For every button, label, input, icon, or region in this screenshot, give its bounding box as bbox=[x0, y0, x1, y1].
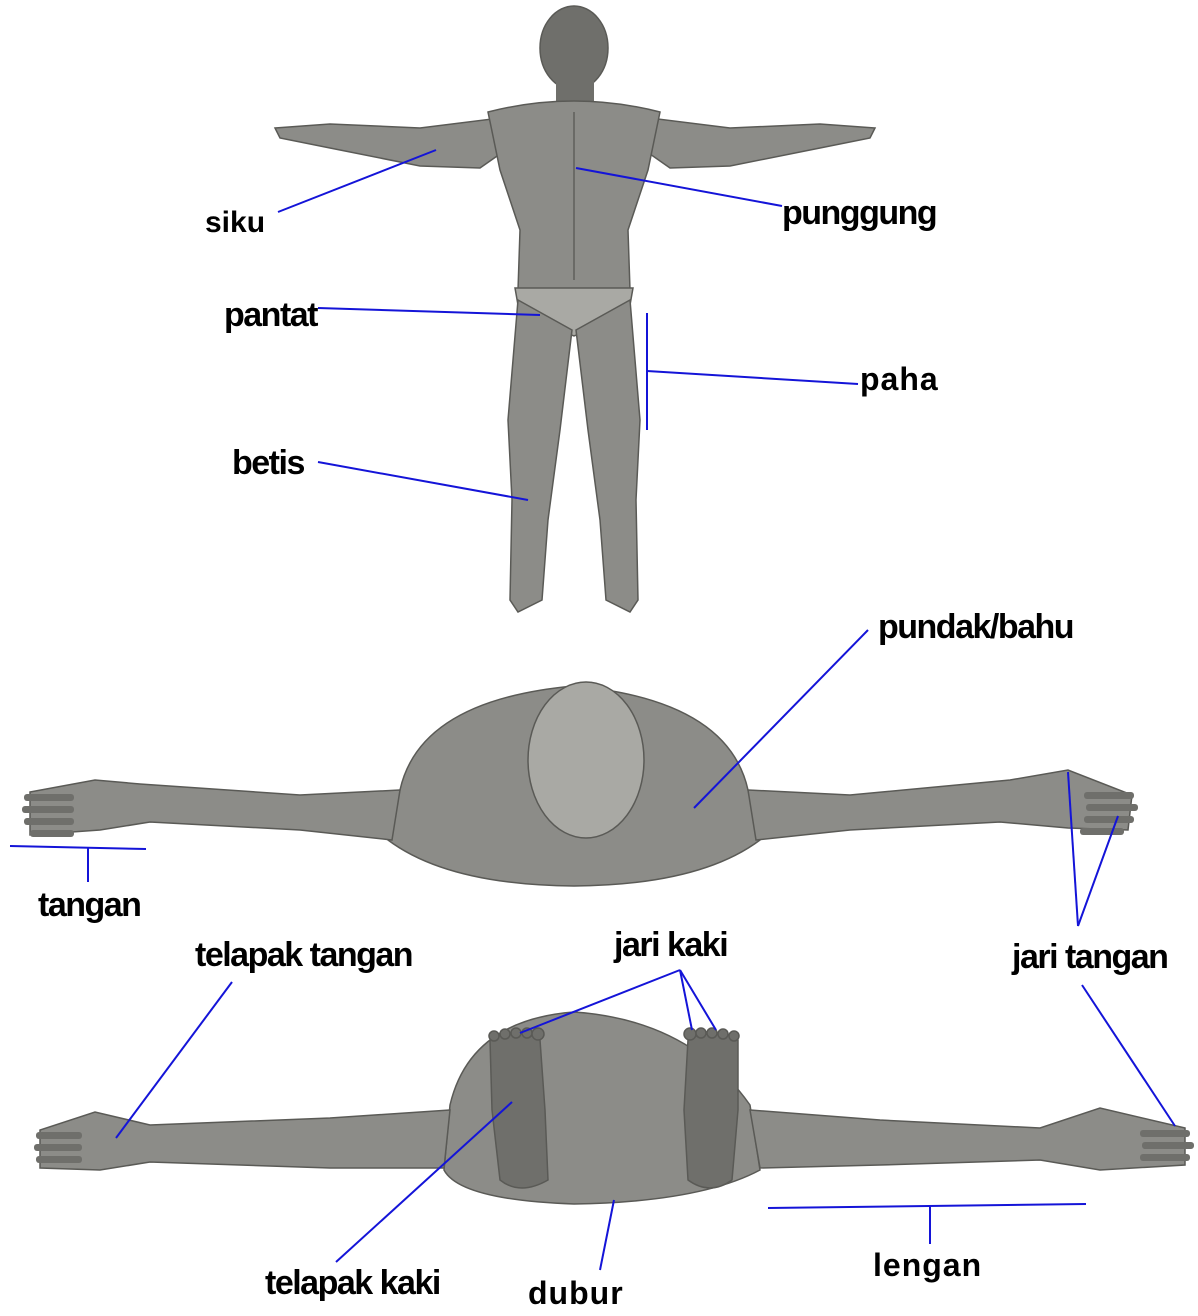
leader-siku bbox=[278, 150, 436, 212]
label-jari-kaki: jari kaki bbox=[613, 926, 727, 964]
leader-paha bbox=[647, 371, 858, 384]
figure-bottom-view bbox=[34, 1012, 1194, 1204]
label-paha: paha bbox=[860, 361, 939, 397]
label-telapak-kaki: telapak kaki bbox=[265, 1264, 440, 1302]
leader-lengan-bracket bbox=[768, 1204, 1086, 1208]
label-punggung: punggung bbox=[782, 194, 936, 232]
leader-pundak-bahu bbox=[694, 630, 868, 808]
label-betis: betis bbox=[232, 444, 304, 482]
leader-betis bbox=[318, 462, 528, 500]
leader-pantat bbox=[318, 308, 540, 315]
label-tangan: tangan bbox=[38, 886, 140, 924]
label-dubur: dubur bbox=[528, 1275, 624, 1311]
label-telapak-tangan: telapak tangan bbox=[195, 936, 412, 974]
figure-top-view bbox=[22, 682, 1138, 886]
leader-telapak-tangan bbox=[116, 982, 232, 1138]
label-pundak-bahu: pundak/bahu bbox=[878, 608, 1073, 646]
leader-tangan-bracket bbox=[10, 846, 146, 849]
leader-jari-tangan-c bbox=[1082, 985, 1175, 1126]
leader-dubur bbox=[600, 1200, 614, 1270]
label-lengan: lengan bbox=[873, 1247, 982, 1283]
label-siku: siku bbox=[205, 206, 265, 239]
label-jari-tangan: jari tangan bbox=[1011, 938, 1167, 976]
label-pantat: pantat bbox=[224, 296, 318, 334]
